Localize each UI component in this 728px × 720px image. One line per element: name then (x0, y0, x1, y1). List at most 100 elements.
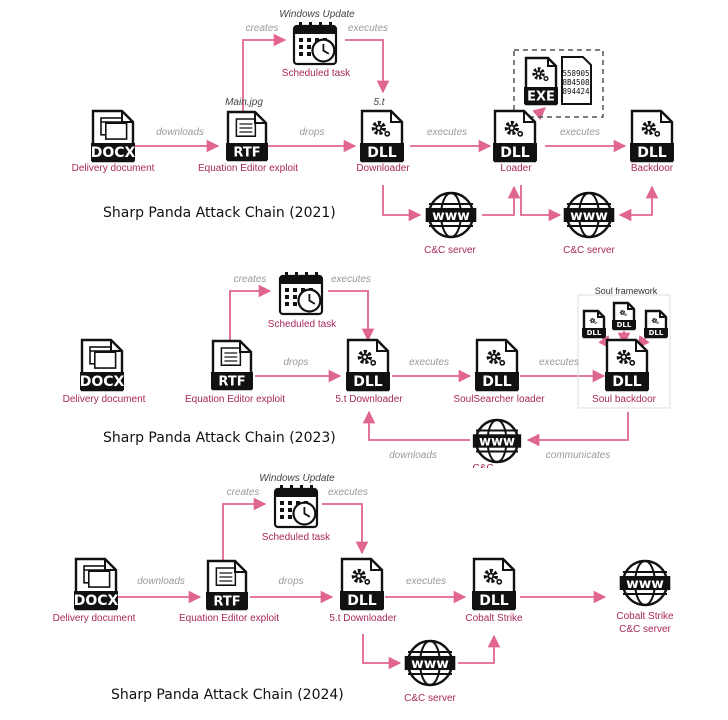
edge-label-downloads-2024: downloads (137, 576, 185, 587)
edge-label-drops-2024: drops (278, 576, 304, 587)
arrow-cc2-to-backdoor-2021 (618, 185, 659, 222)
arrow-executes-2023 (328, 290, 375, 342)
node-label-delivery-document-2024: Delivery document (52, 613, 136, 624)
dll-icon-loader-2021: DLL (493, 109, 537, 163)
edge-label-executes-2-2023: executes (538, 357, 580, 368)
scheduled-task-icon-2023 (278, 272, 324, 316)
exe-icon-2021-label: EXE (527, 89, 555, 104)
globe-icon-cc-1-2021: www (425, 191, 477, 239)
rtf-icon-2023-label: RTF (218, 374, 245, 389)
scheduled-task-icon-2021 (292, 22, 338, 66)
edge-label-drops-2021: drops (299, 127, 325, 138)
edge-label-drops-2023: drops (283, 357, 309, 368)
globe-icon-cc-2-2021-label: www (570, 208, 608, 224)
globe-icon-cc-2023-label: www (479, 435, 515, 450)
dll-icon-cobalt-2024-label: DLL (479, 593, 509, 609)
chain-title-2021: Sharp Panda Attack Chain (2021) (103, 205, 336, 221)
soul-framework-label: Soul framework (594, 286, 658, 296)
edge-label-executes-1-2021: executes (426, 127, 468, 138)
arrow-loader-to-cc2-2021 (520, 185, 562, 222)
node-label-equation-editor-2021: Equation Editor exploit (197, 163, 299, 174)
edge-label-downloads-2021: downloads (156, 127, 204, 138)
globe-icon-cc-2-2021: www (563, 191, 615, 239)
arrow-creates-2023 (229, 284, 272, 350)
node-label-downloader-2021: Downloader (356, 163, 410, 174)
node-label-cobalt-strike-cc-2024: Cobalt Strike (616, 611, 674, 622)
rtf-icon-2024: RTF (206, 559, 248, 611)
hex-line: 8B4508 (562, 78, 590, 87)
arrows (118, 33, 659, 670)
node-label-cobalt-strike-2024: Cobalt Strike (465, 613, 523, 624)
arrow-executes-2024 (322, 503, 369, 555)
edge-label-executes-2-2021: executes (559, 127, 601, 138)
arrow-downloader-cc-2024 (362, 634, 402, 670)
node-label-soulsearcher-loader: SoulSearcher loader (453, 394, 545, 405)
node-label-equation-editor-2023: Equation Editor exploit (184, 394, 286, 405)
node-label-soul-backdoor: Soul backdoor (592, 394, 656, 405)
node-label-cc-server-2-2021: C&C server (563, 245, 615, 256)
docx-icon-2024-label: DOCX (74, 593, 119, 609)
edge-label-executes-1-2023: executes (408, 357, 450, 368)
dll-icon-downloader-2024-label: DLL (347, 593, 377, 609)
rtf-icon-2021: RTF (226, 110, 268, 162)
scheduled-task-icon-2024 (273, 485, 319, 529)
docx-icon-2023-label: DOCX (80, 374, 125, 390)
globe-icon-cc-2024: www (404, 639, 456, 687)
node-label-downloader-2024: 5.t Downloader (329, 613, 397, 624)
arrow-creates-2021 (242, 33, 287, 112)
dll-icon-soulsearcher-2023-label: DLL (482, 374, 512, 390)
globe-icon-cc-1-2021-label: www (432, 208, 470, 224)
five-t-label-2021: 5.t (373, 97, 385, 108)
hex-line: 894424 (562, 87, 590, 96)
hex-line: 558905 (562, 69, 589, 78)
node-label-equation-editor-2024: Equation Editor exploit (178, 613, 280, 624)
edge-label-communicates-2023: communicates (545, 450, 611, 461)
node-label-scheduled-task-2021: Scheduled task (281, 68, 351, 79)
arrow-loader-exe-2021 (532, 107, 546, 121)
edge-label-executes-top-2021: executes (347, 23, 389, 34)
dll-icon-downloader-2023: DLL (346, 338, 390, 392)
dll-icon-plugin-1-2023-label: DLL (587, 329, 602, 337)
soul-framework-box (577, 294, 671, 409)
globe-icon-cobalt-cc-2024-label: www (626, 576, 664, 592)
node-label-delivery-document-2023: Delivery document (62, 394, 146, 405)
windows-update-label-2021: Windows Update (279, 9, 355, 20)
edge-label-downloads-2023: downloads (389, 450, 437, 461)
dll-icon-plugin-3-2023: DLL (644, 309, 668, 339)
edge-label-creates-2024: creates (226, 487, 260, 498)
chain-title-2023: Sharp Panda Attack Chain (2023) (103, 430, 336, 446)
node-label-cc-server-2024: C&C server (404, 693, 456, 704)
dll-icon-soulsearcher-2023: DLL (475, 338, 519, 392)
arrow-creates-2024 (222, 497, 267, 562)
arrow-backdoor-cc-2023 (526, 412, 629, 447)
docx-icon-2024: DOCX (74, 557, 119, 611)
node-label-cc-partial-2023: C&C (472, 463, 493, 468)
node-label-scheduled-task-2024: Scheduled task (261, 532, 331, 543)
node-label-cc-server-1-2021: C&C server (424, 245, 476, 256)
docx-icon-2023: DOCX (80, 338, 125, 392)
node-label-cc-server-label-2024: C&C server (619, 624, 671, 635)
arrow-downloader-to-cc-2021 (382, 185, 422, 222)
edge-label-executes-top-2024: executes (327, 487, 369, 498)
globe-icon-cc-2023: www (472, 418, 522, 464)
rtf-icon-2024-label: RTF (213, 594, 240, 609)
rtf-icon-2021-label: RTF (233, 145, 260, 160)
chain-title-2024: Sharp Panda Attack Chain (2024) (111, 687, 344, 703)
dll-icon-cobalt-2024: DLL (472, 557, 516, 611)
dll-icon-plugin-2-2023-label: DLL (617, 321, 632, 329)
exe-icon-2021: EXE (524, 56, 558, 106)
edge-label-creates-2021: creates (245, 23, 279, 34)
edge-label-executes-1-2024: executes (405, 576, 447, 587)
dll-icon-soul-backdoor-2023-label: DLL (612, 374, 642, 390)
node-label-loader-2021: Loader (500, 163, 532, 174)
dropped-files-box-2021 (513, 49, 604, 118)
node-label-backdoor-2021: Backdoor (630, 163, 674, 174)
node-label-scheduled-task-2023: Scheduled task (267, 319, 337, 330)
globe-icon-cc-2024-label: www (411, 656, 449, 672)
node-label-downloader-2023: 5.t Downloader (335, 394, 403, 405)
dll-icon-downloader-2021-label: DLL (367, 145, 397, 161)
dll-icon-plugin-1-2023: DLL (582, 309, 606, 339)
dll-icon-downloader-2024: DLL (340, 557, 384, 611)
